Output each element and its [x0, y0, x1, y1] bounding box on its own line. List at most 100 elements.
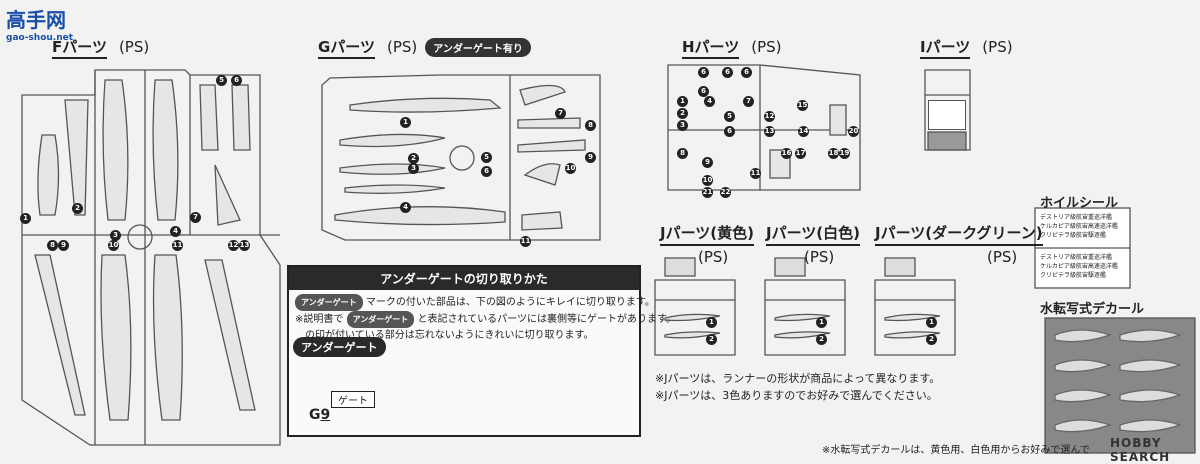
runner-number-h: 6 — [698, 86, 709, 97]
runner-number-g: 1 — [400, 117, 411, 128]
i-parts-header: Iパーツ (PS) — [920, 36, 1013, 59]
i-parts-material: (PS) — [982, 38, 1013, 56]
f-parts-header: Fパーツ (PS) — [52, 36, 150, 59]
undergate-line2-suffix: と表記されているパーツには裏側等にゲートがあります。 — [417, 314, 676, 325]
undergate-line1: アンダーゲート マークの付いた部品は、下の図のようにキレイに切り取ります。 — [295, 294, 655, 311]
j-green-header: Jパーツ(ダークグリーン) (PS) — [875, 222, 1043, 266]
j-yellow-header: Jパーツ(黄色) (PS) — [660, 222, 754, 266]
f-parts-label: Fパーツ — [52, 38, 107, 59]
runner-number-h: 10 — [702, 175, 713, 186]
runner-number-g: 7 — [555, 108, 566, 119]
runner-number-h: 6 — [724, 126, 735, 137]
runner-number-h: 15 — [797, 100, 808, 111]
runner-number-f: 3 — [110, 230, 121, 241]
runner-number-f: 11 — [172, 240, 183, 251]
h-parts-header: Hパーツ (PS) — [682, 36, 782, 59]
g-parts-material: (PS) — [387, 38, 418, 56]
undergate-line2-tag: アンダーゲート — [346, 311, 415, 328]
runner-number-h: 14 — [798, 126, 809, 137]
j-green-material: (PS) — [987, 248, 1018, 266]
j-note-1: ※Jパーツは、ランナーの形状が商品によって異なります。 — [655, 372, 941, 385]
watermark: 高手网 gao-shou.net — [6, 4, 73, 43]
runner-number-h: 17 — [795, 148, 806, 159]
runner-number-h: 8 — [677, 148, 688, 159]
foil-seal-block-2: デストリア級航宙重巡洋艦 ケルカピア級航宙高速巡洋艦 クリピテラ級航宙駆逐艦 — [1040, 253, 1118, 280]
undergate-line2-prefix: ※説明書で — [295, 314, 344, 325]
runner-number-g: 3 — [408, 163, 419, 174]
runner-number-h: 9 — [702, 157, 713, 168]
undergate-title: アンダーゲートの切り取りかた — [289, 267, 639, 290]
undergate-box: アンダーゲートの切り取りかた アンダーゲート マークの付いた部品は、下の図のよう… — [287, 265, 676, 437]
runner-number-f: 12 — [228, 240, 239, 251]
runner-number-g: 4 — [400, 202, 411, 213]
runner-number-j: 1 — [926, 317, 937, 328]
runner-number-j: 2 — [706, 334, 717, 345]
runner-number-h: 2 — [677, 108, 688, 119]
runner-number-f: 2 — [72, 203, 83, 214]
i-parts-label: Iパーツ — [920, 38, 971, 59]
runner-number-f: 4 — [170, 226, 181, 237]
runner-number-j: 2 — [926, 334, 937, 345]
foil-seal-line-1: デストリア級航宙重巡洋艦 — [1040, 214, 1113, 221]
foil-seal-line-1b: デストリア級航宙重巡洋艦 — [1040, 254, 1113, 261]
j-yellow-material: (PS) — [698, 248, 729, 266]
runner-number-g: 11 — [520, 236, 531, 247]
runner-number-g: 2 — [408, 153, 419, 164]
runner-number-h: 1 — [677, 96, 688, 107]
runner-number-f: 1 — [20, 213, 31, 224]
runner-number-h: 3 — [677, 120, 688, 131]
watermark-brand: 高手网 — [6, 8, 66, 32]
runner-number-h: 13 — [764, 126, 775, 137]
undergate-line2: ※説明書で アンダーゲート と表記されているパーツには裏側等にゲートがあります。 — [295, 311, 676, 328]
foil-seal-block-1: デストリア級航宙重巡洋艦 ケルカピア級航宙高速巡洋艦 クリピテラ級航宙駆逐艦 — [1040, 213, 1118, 240]
foil-seal-line-2b: ケルカピア級航宙高速巡洋艦 — [1040, 263, 1118, 270]
g-parts-label: Gパーツ — [318, 38, 376, 59]
runner-number-f: 7 — [190, 212, 201, 223]
runner-number-h: 5 — [724, 111, 735, 122]
decal-title: 水転写式デカール — [1040, 302, 1145, 317]
i-part-item — [928, 100, 966, 130]
runner-number-h: 19 — [839, 148, 850, 159]
g-parts-header: Gパーツ (PS) アンダーゲート有り — [318, 36, 531, 59]
j-note-2: ※Jパーツは、3色ありますのでお好みで選んでください。 — [655, 389, 938, 402]
watermark-url: gao-shou.net — [6, 33, 74, 43]
undergate-line1-text: マークの付いた部品は、下の図のようにキレイに切り取ります。 — [365, 297, 655, 308]
runner-number-h: 22 — [720, 187, 731, 198]
runner-number-h: 18 — [828, 148, 839, 159]
j-green-label: Jパーツ(ダークグリーン) — [875, 222, 1043, 246]
foil-seal-line-3b: クリピテラ級航宙駆逐艦 — [1040, 272, 1107, 279]
runner-number-f: 9 — [58, 240, 69, 251]
runner-number-h: 4 — [704, 96, 715, 107]
part-ref: G9 — [309, 407, 330, 423]
h-parts-label: Hパーツ — [682, 38, 740, 59]
runner-number-g: 9 — [585, 152, 596, 163]
runner-number-g: 10 — [565, 163, 576, 174]
runner-number-f: 13 — [239, 240, 250, 251]
runner-number-j: 1 — [816, 317, 827, 328]
runner-number-g: 8 — [585, 120, 596, 131]
part-ref-number: 9 — [320, 407, 331, 423]
runner-number-j: 2 — [816, 334, 827, 345]
footer-note: ※水転写式デカールは、黄色用、白色用からお好みで選んで — [822, 445, 1090, 456]
runner-number-f: 5 — [216, 75, 227, 86]
runner-number-h: 6 — [698, 67, 709, 78]
runner-number-g: 6 — [481, 166, 492, 177]
f-parts-material: (PS) — [118, 38, 150, 56]
runner-number-h: 6 — [741, 67, 752, 78]
j-white-material: (PS) — [804, 248, 835, 266]
runner-number-f: 6 — [231, 75, 242, 86]
h-parts-material: (PS) — [751, 38, 782, 56]
j-white-label: Jパーツ(白色) — [766, 222, 860, 246]
foil-seal-line-3: クリピテラ級航宙駆逐艦 — [1040, 232, 1107, 239]
runner-number-f: 8 — [47, 240, 58, 251]
undergate-tag: アンダーゲート有り — [425, 38, 531, 57]
runner-number-h: 16 — [781, 148, 792, 159]
gate-label: ゲート — [331, 391, 375, 408]
hobby-search-logo: HOBBY SEARCH — [1110, 436, 1171, 464]
part-ref-letter: G — [309, 407, 321, 423]
runner-number-h: 20 — [848, 126, 859, 137]
foil-seal-line-2: ケルカピア級航宙高速巡洋艦 — [1040, 223, 1118, 230]
undergate-diagram-label: アンダーゲート — [293, 337, 386, 357]
runner-number-j: 1 — [706, 317, 717, 328]
